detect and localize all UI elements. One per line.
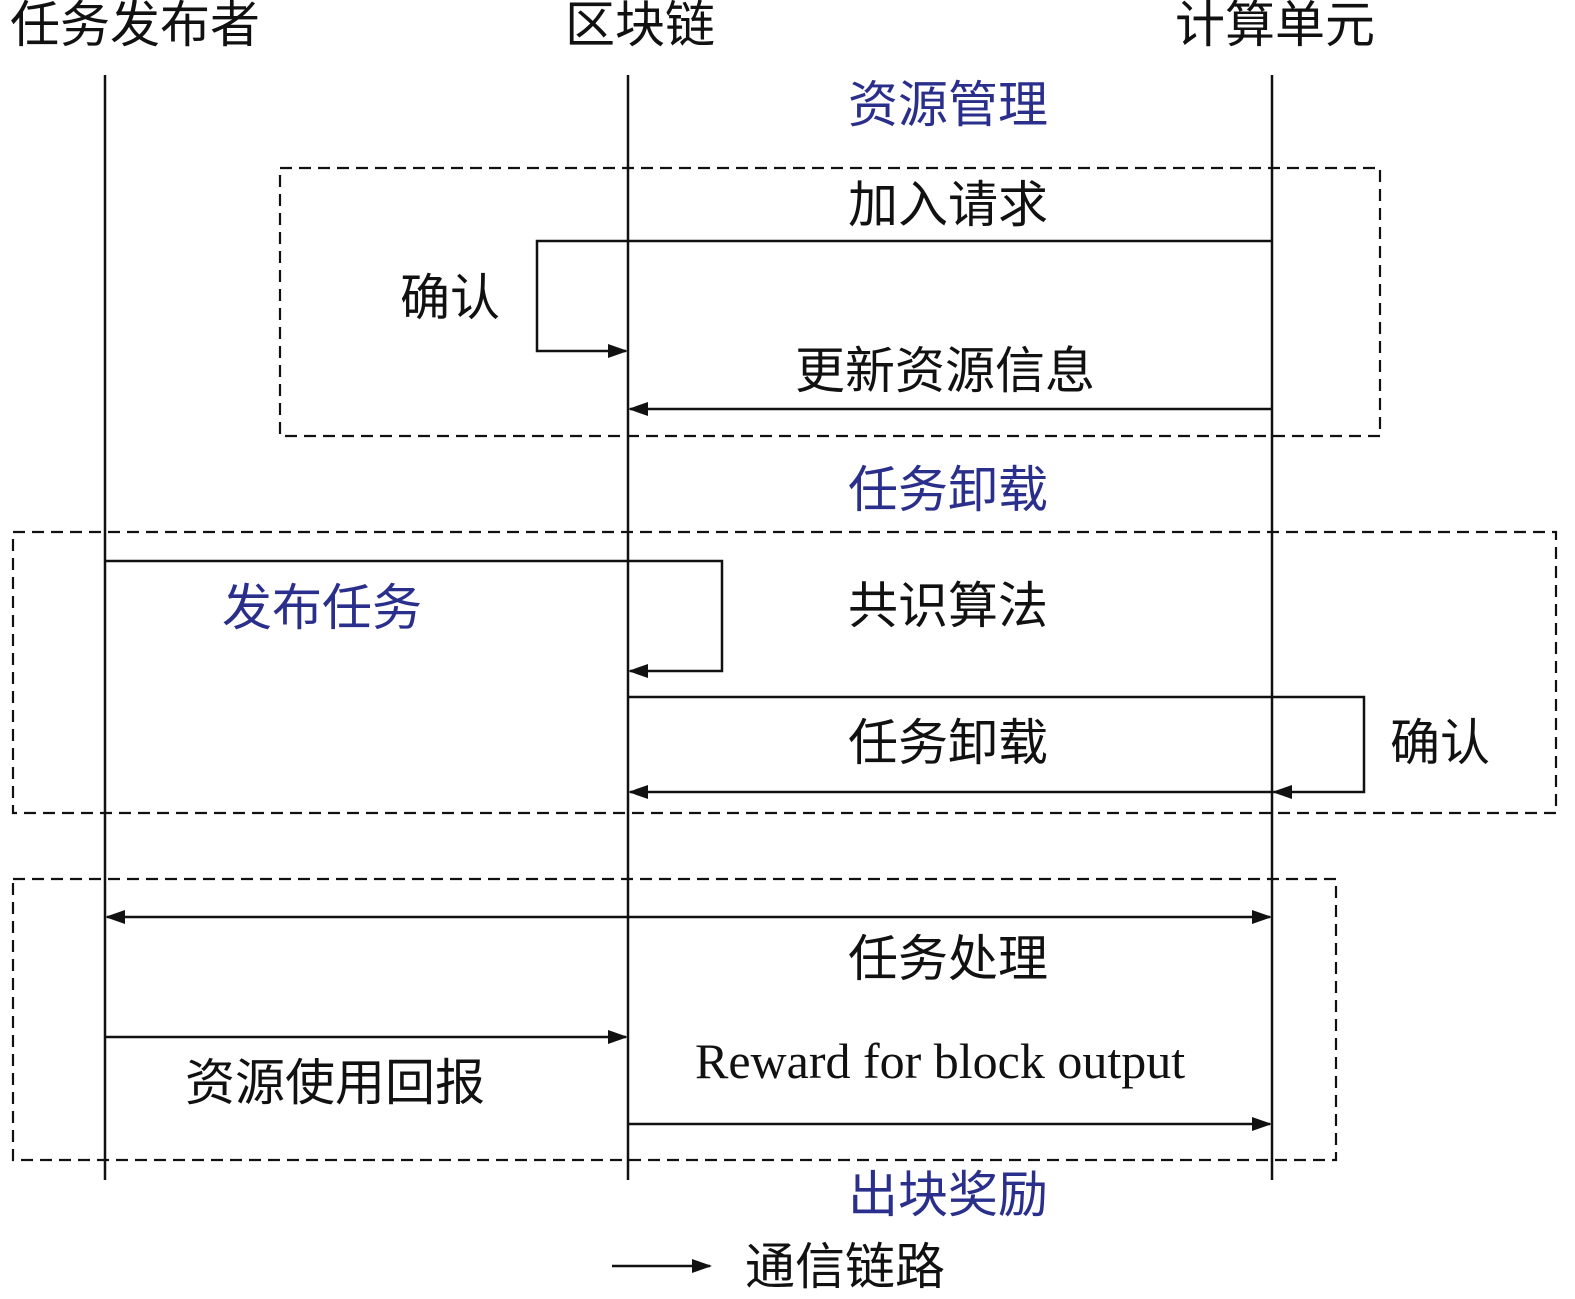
message-confirm-label-2: 确认	[1390, 714, 1490, 772]
legend-label: 通信链路	[745, 1238, 945, 1296]
phase-box-task-offload	[11, 530, 1558, 815]
message-consensus-label: 共识算法	[848, 577, 1048, 635]
message-publish-task-arrow	[105, 559, 724, 678]
phase-box-block-reward	[11, 877, 1338, 1162]
message-publish-task-label: 发布任务	[222, 579, 422, 637]
message-processing-label: 任务处理	[848, 930, 1048, 988]
confirm-arrowhead-compute	[1272, 785, 1292, 799]
participant-publisher: 任务发布者	[10, 0, 260, 54]
participant-blockchain: 区块链	[565, 0, 715, 54]
message-confirm-label-1: 确认	[400, 269, 500, 327]
message-offload-label: 任务卸载	[848, 714, 1048, 772]
message-join-request-arrow	[535, 239, 1272, 358]
phase-title-resource-management: 资源管理	[848, 76, 1048, 134]
message-resource-payback-label: 资源使用回报	[185, 1054, 485, 1112]
message-join-request-label: 加入请求	[848, 176, 1048, 234]
message-offload-arrow	[628, 695, 1366, 799]
message-update-resource-label: 更新资源信息	[795, 342, 1095, 400]
message-block-reward-label: Reward for block output	[695, 1033, 1185, 1089]
participant-compute-unit: 计算单元	[1175, 0, 1375, 54]
phase-title-block-reward: 出块奖励	[848, 1166, 1048, 1224]
phase-title-task-offload: 任务卸载	[848, 461, 1048, 519]
